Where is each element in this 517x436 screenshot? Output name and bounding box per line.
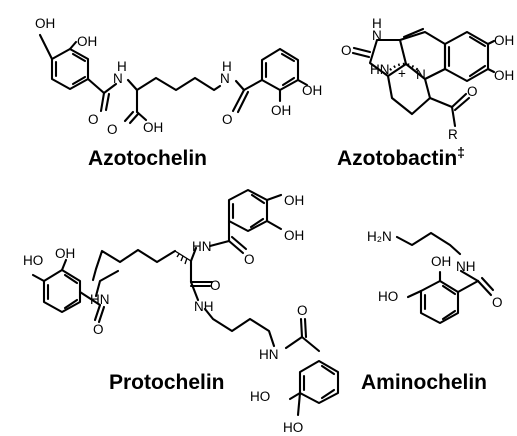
protochelin-ho-label-3: HO — [283, 420, 303, 435]
azotochelin-right-amide-h: H — [222, 59, 232, 74]
azotochelin-oh-label-3: OH — [271, 103, 291, 118]
protochelin-nh-mid: NH — [194, 299, 214, 314]
protochelin-oh-label-2: OH — [284, 228, 304, 243]
protochelin-hn-left: HN — [90, 292, 110, 307]
protochelin-mid-oxygen: O — [210, 278, 221, 293]
azotobactin-hn-label: HN — [370, 62, 390, 77]
azotobactin-structure: H N O HN + N OH OH O R Azotobactin‡ — [337, 16, 514, 170]
azotobactin-name: Azotobactin‡ — [337, 144, 465, 170]
azotochelin-amide-h: H — [117, 59, 127, 74]
protochelin-ho-label-1: HO — [23, 253, 43, 268]
azotochelin-oh-label-4: OH — [302, 83, 322, 98]
azotobactin-n-label: N — [372, 28, 382, 43]
protochelin-hn-top: HN — [192, 239, 212, 254]
azotobactin-urea-oxygen: O — [341, 43, 352, 58]
protochelin-right-oxygen: O — [297, 303, 308, 318]
protochelin-oh-label-3: OH — [55, 246, 75, 261]
aminochelin-name: Aminochelin — [361, 371, 487, 394]
azotobactin-oh-label-1: OH — [494, 33, 514, 48]
azotobactin-oh-label-2: OH — [494, 68, 514, 83]
protochelin-top-oxygen: O — [244, 252, 255, 267]
protochelin-left-oxygen: O — [93, 322, 104, 337]
azotochelin-name: Azotochelin — [88, 147, 207, 170]
azotochelin-right-amide-oxygen: O — [222, 112, 233, 127]
aminochelin-oxygen: O — [492, 295, 503, 310]
aminochelin-nh-label: NH — [456, 259, 476, 274]
azotobactin-plus-label: + — [398, 66, 406, 81]
aminochelin-oh-label: OH — [431, 254, 451, 269]
azotochelin-amide-n: N — [113, 71, 123, 86]
protochelin-ho-label-2: HO — [250, 389, 270, 404]
protochelin-structure: OH OH HN O O NH HO OH HN O HN O HO HO Pr… — [23, 188, 340, 435]
azotochelin-right-amide-n: N — [220, 71, 230, 86]
protochelin-name: Protochelin — [109, 371, 225, 394]
azotochelin-acid-oxygen: O — [107, 122, 118, 137]
azotobactin-carbonyl-oxygen: O — [467, 84, 478, 99]
aminochelin-h2n-label: H₂N — [367, 229, 392, 244]
protochelin-hn-right: HN — [259, 347, 279, 362]
azotobactin-ring-n: N — [416, 67, 426, 82]
azotochelin-acid-oh: OH — [143, 120, 163, 135]
aminochelin-ho-label: HO — [378, 289, 398, 304]
azotochelin-amide-oxygen: O — [88, 112, 99, 127]
azotobactin-r-label: R — [448, 127, 458, 142]
azotochelin-oh-label-2: OH — [77, 34, 97, 49]
protochelin-oh-label-1: OH — [284, 193, 304, 208]
azotobactin-h-label: H — [372, 16, 382, 31]
aminochelin-structure: H₂N OH NH O HO Aminochelin — [361, 229, 503, 394]
azotochelin-oh-label-1: OH — [35, 16, 55, 31]
azotochelin-structure: OH OH O N H O OH N H O OH OH Azotochelin — [35, 16, 322, 170]
